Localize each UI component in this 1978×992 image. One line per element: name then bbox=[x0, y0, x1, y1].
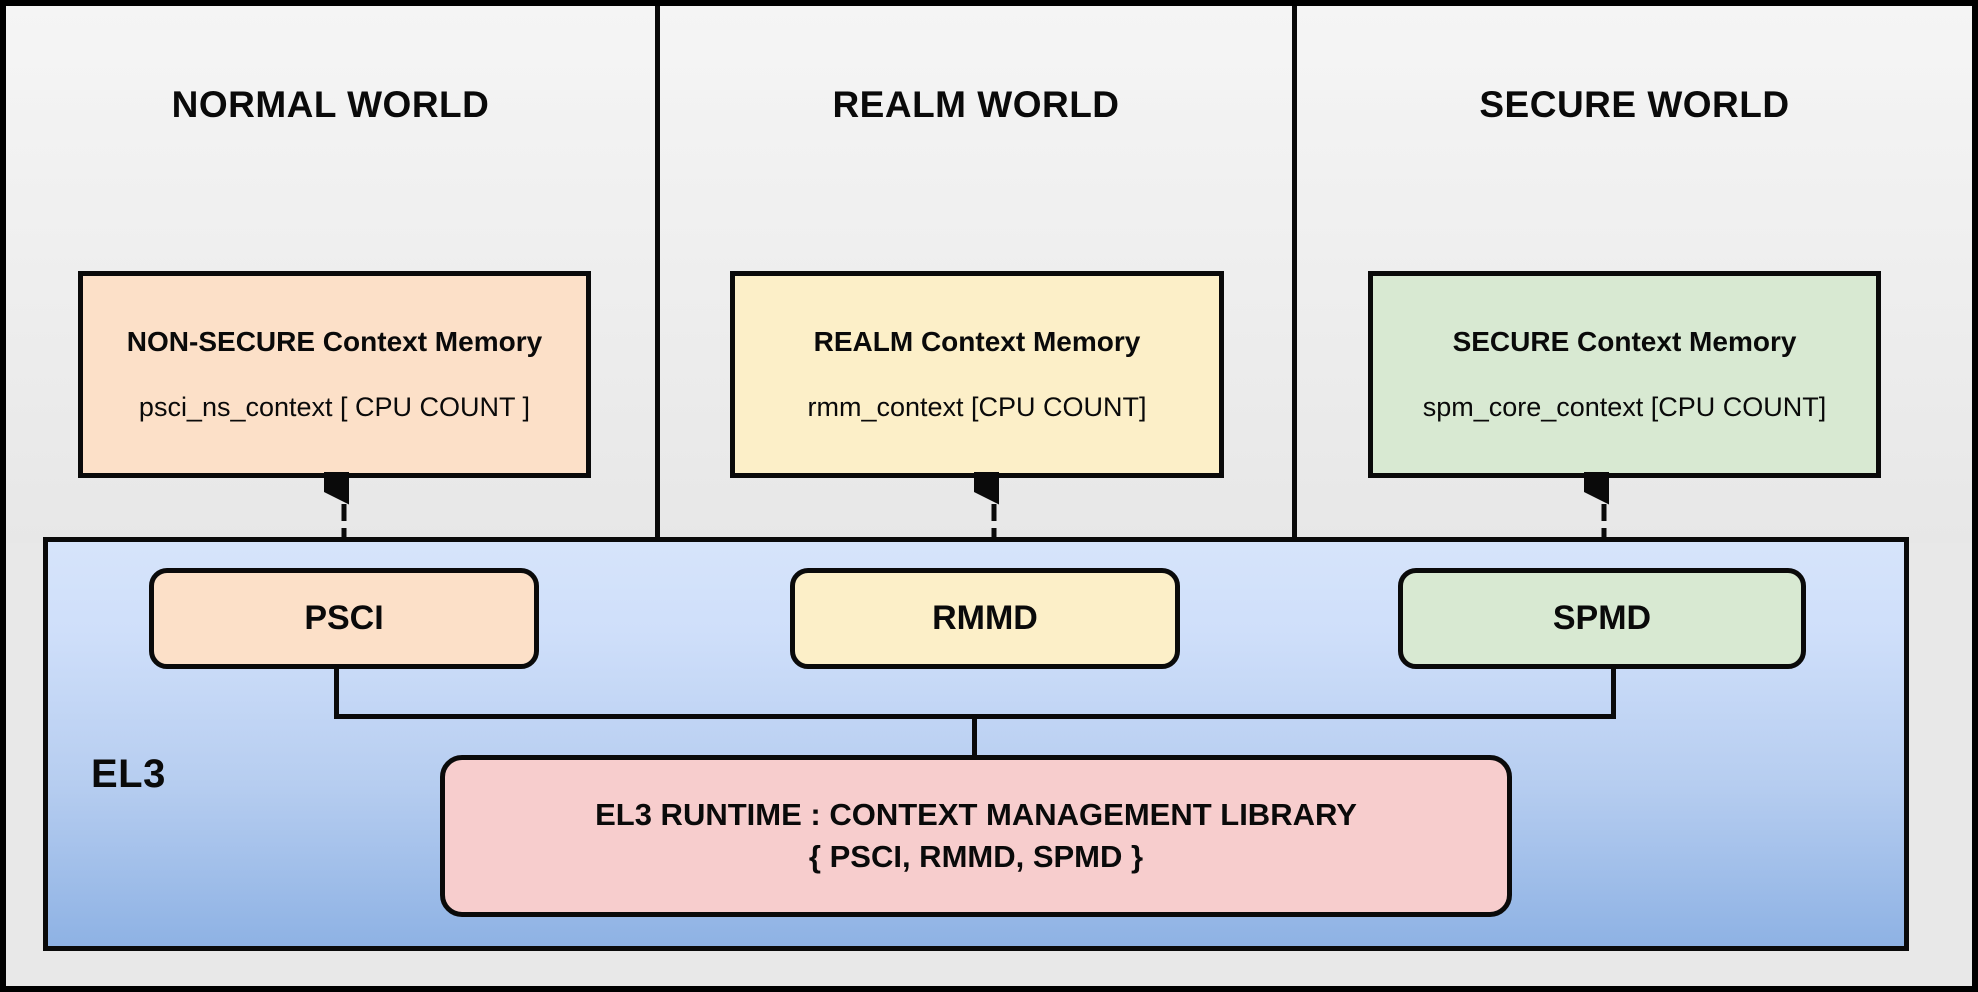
dispatcher-label-rmmd: RMMD bbox=[932, 599, 1038, 637]
connector-stub-psci bbox=[334, 667, 339, 717]
context-memory-subtitle-secure: spm_core_context [CPU COUNT] bbox=[1422, 392, 1827, 422]
context-memory-subtitle-nonsecure: psci_ns_context [ CPU COUNT ] bbox=[138, 392, 531, 422]
connector-drop-runtime bbox=[972, 714, 977, 759]
dispatcher-label-psci: PSCI bbox=[304, 599, 384, 637]
el3-label: EL3 bbox=[91, 752, 166, 796]
context-memory-subtitle-realm: rmm_context [CPU COUNT] bbox=[807, 392, 1147, 422]
dispatcher-box-rmmd[interactable]: RMMD bbox=[790, 568, 1180, 669]
dispatcher-label-spmd: SPMD bbox=[1552, 599, 1652, 637]
connector-stub-spmd bbox=[1611, 667, 1616, 717]
context-memory-title-secure: SECURE Context Memory bbox=[1452, 326, 1797, 357]
context-memory-title-nonsecure: NON-SECURE Context Memory bbox=[126, 326, 543, 357]
world-title-secure: SECURE WORLD bbox=[1479, 84, 1790, 125]
el3-runtime-line2: { PSCI, RMMD, SPMD } bbox=[808, 839, 1144, 874]
context-memory-box-realm: REALM Context Memory rmm_context [CPU CO… bbox=[730, 271, 1224, 478]
context-memory-box-nonsecure: NON-SECURE Context Memory psci_ns_contex… bbox=[78, 271, 591, 478]
context-memory-title-realm: REALM Context Memory bbox=[813, 326, 1141, 357]
dispatcher-box-psci[interactable]: PSCI bbox=[149, 568, 539, 669]
world-title-realm: REALM WORLD bbox=[832, 84, 1120, 125]
el3-runtime-box[interactable]: EL3 RUNTIME : CONTEXT MANAGEMENT LIBRARY… bbox=[440, 755, 1512, 917]
dispatcher-box-spmd[interactable]: SPMD bbox=[1398, 568, 1806, 669]
world-divider-normal-realm bbox=[655, 6, 660, 543]
world-title-normal: NORMAL WORLD bbox=[171, 84, 490, 125]
world-divider-realm-secure bbox=[1292, 6, 1297, 543]
el3-runtime-line1: EL3 RUNTIME : CONTEXT MANAGEMENT LIBRARY bbox=[595, 797, 1357, 833]
context-memory-box-secure: SECURE Context Memory spm_core_context [… bbox=[1368, 271, 1881, 478]
